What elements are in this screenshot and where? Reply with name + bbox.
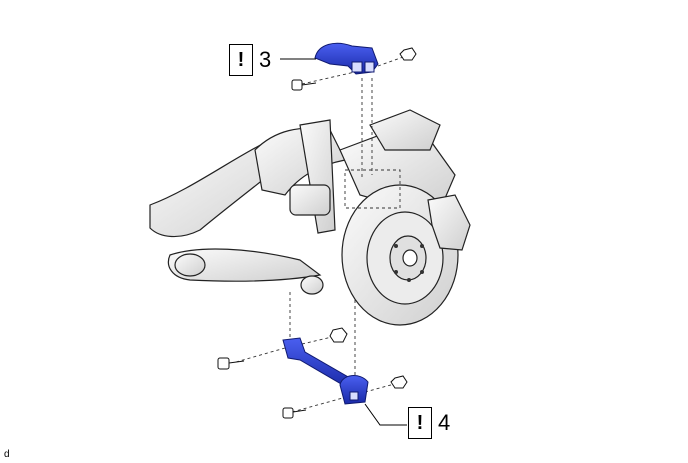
leader-lines [280,58,407,426]
lower-control-arm [167,248,322,282]
nut-icon [399,47,417,61]
figure-caption: d [4,449,10,460]
bolt-icon [282,407,307,419]
guide-lines [235,55,407,413]
hub-center [402,249,418,267]
upper-arm-part-3 [314,42,379,75]
arm-bushing-right [300,275,324,295]
hub-studs [394,244,424,282]
warning-icon: ! [408,407,432,439]
callout-3: ! 3 [229,44,271,76]
warning-icon: ! [229,44,253,76]
suspension-assembly [149,109,471,326]
nut-icon [329,327,348,343]
arm-bushing-left [174,253,206,277]
callout-4: ! 4 [408,407,450,439]
lower-arm-part-4 [282,337,369,405]
bolt-icon [217,357,245,370]
callout-number: 3 [259,47,272,72]
shock-spring-seat [289,184,331,216]
upper-mount [369,109,441,151]
brake-caliper [427,194,471,251]
bolt-icon [291,79,317,91]
callout-number: 4 [438,410,451,435]
nut-icon [390,375,408,389]
